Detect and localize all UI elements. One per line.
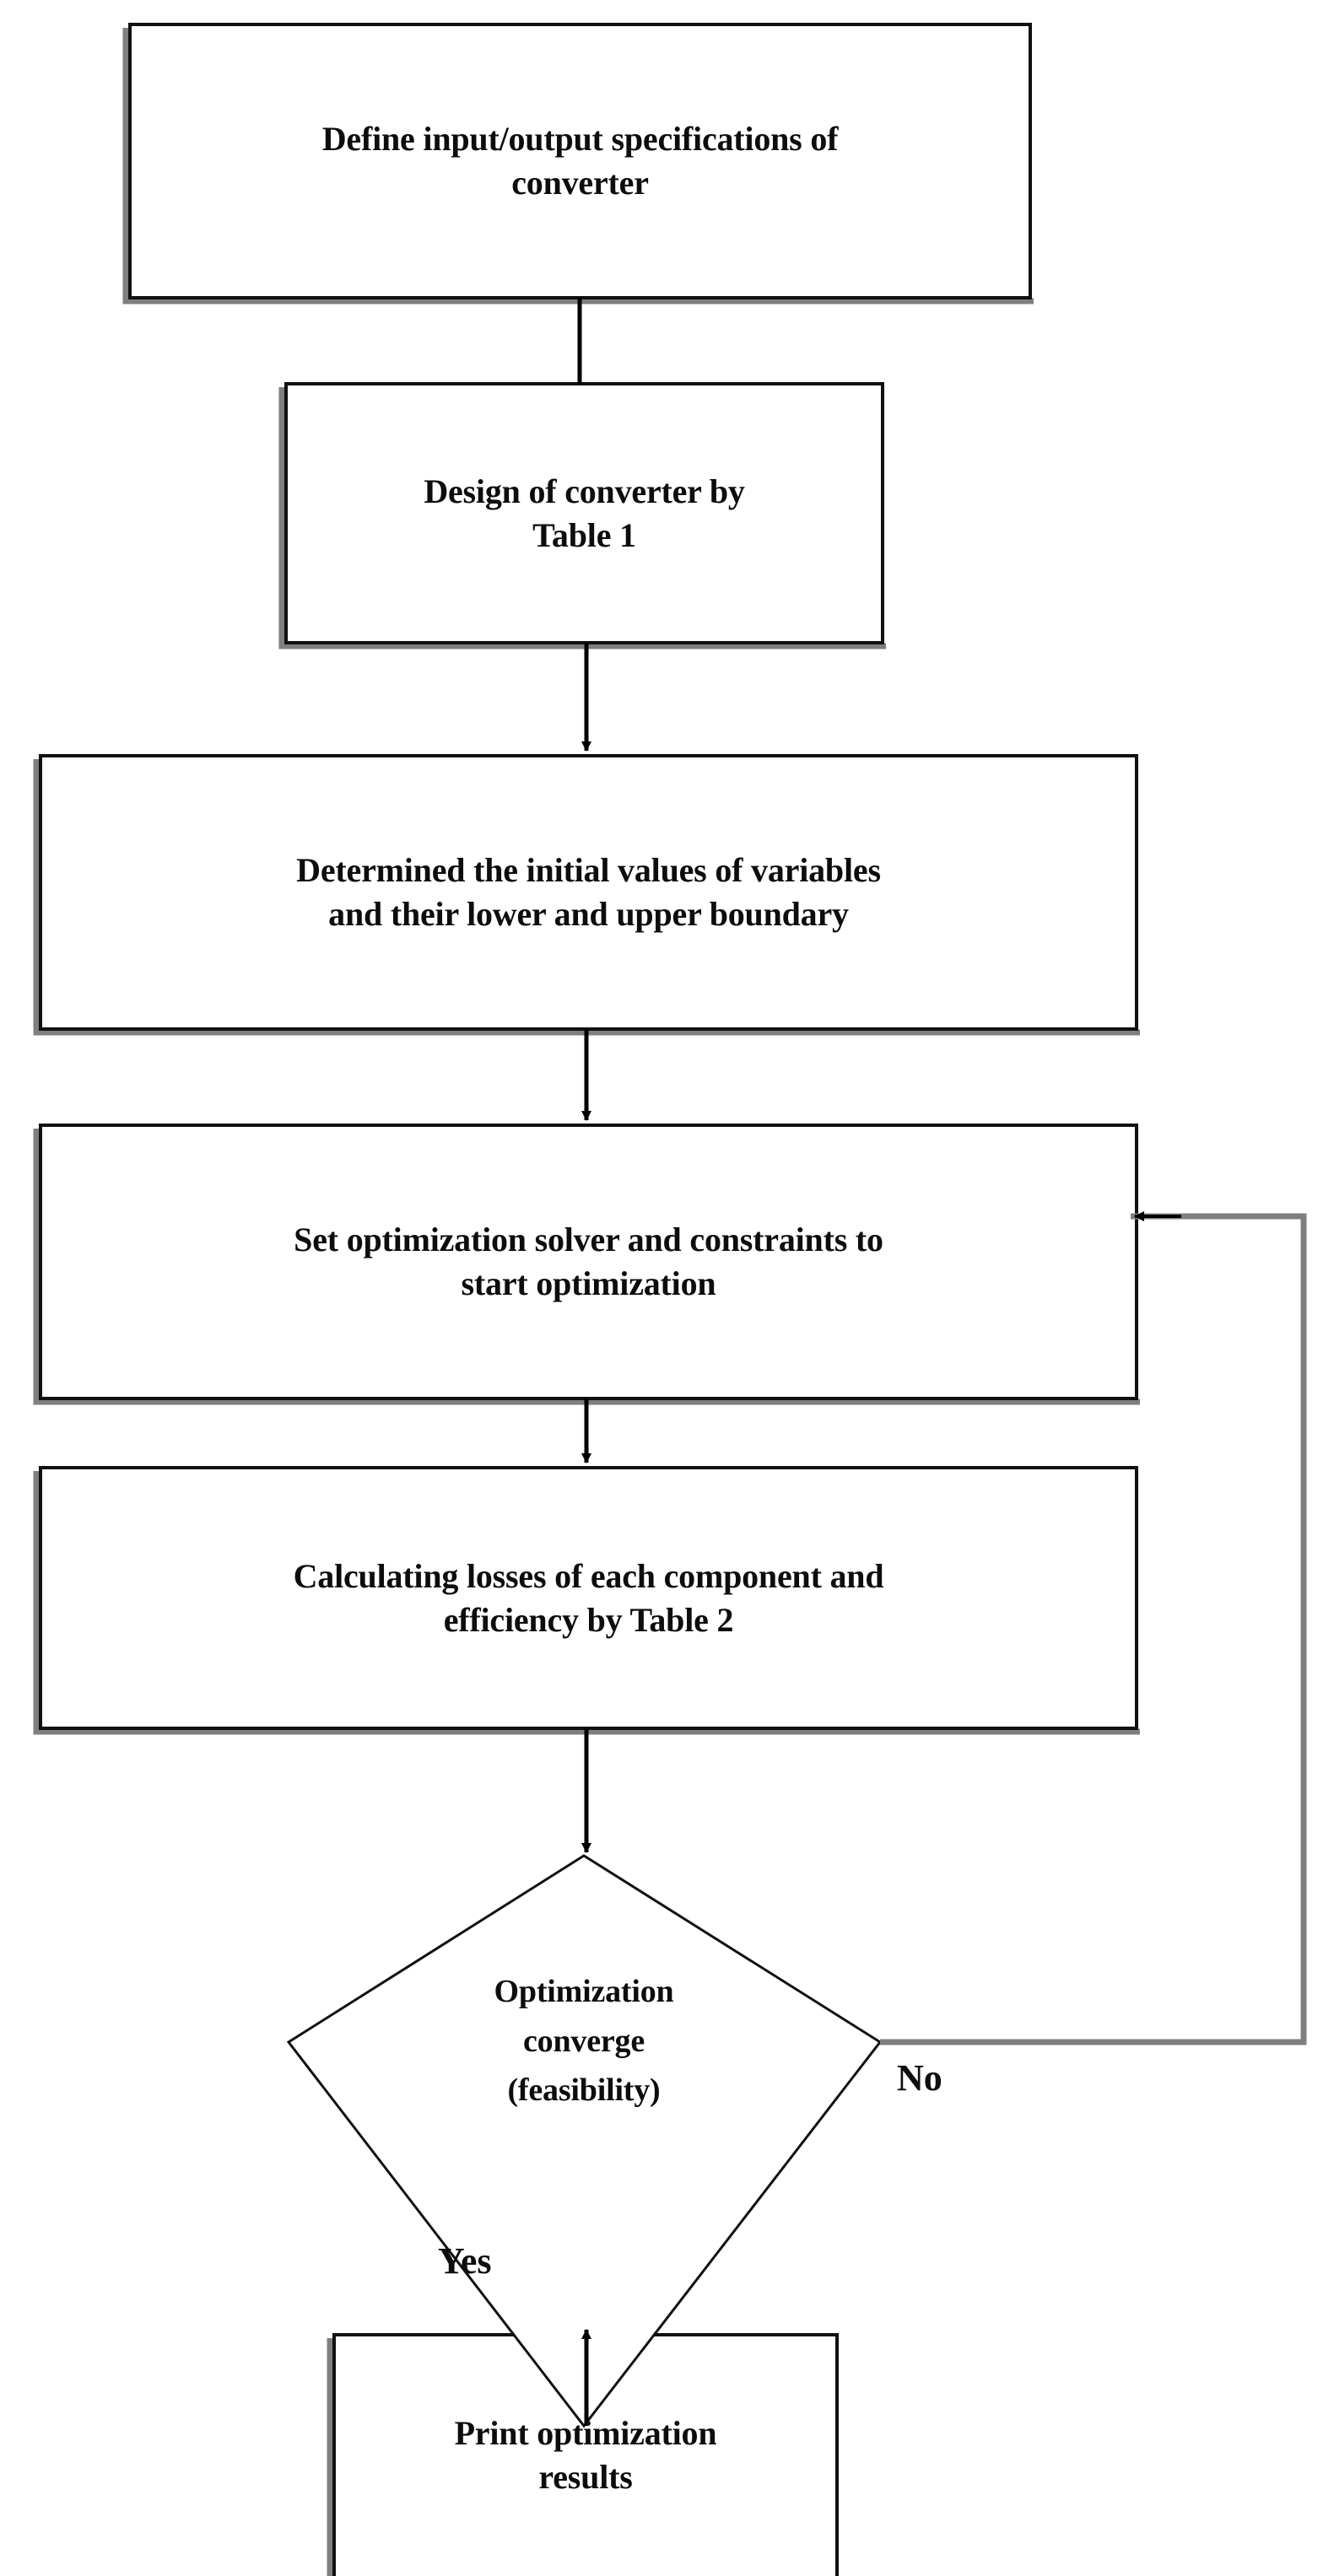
edge-label-no: No (897, 2057, 942, 2099)
edge-no-feedback-loop (880, 1213, 1307, 2045)
node-determine-initial-values (39, 754, 1138, 1031)
node-shadows (33, 28, 1140, 2576)
node-set-solver (39, 1124, 1138, 1400)
edges (577, 298, 591, 2426)
edge-label-yes: Yes (438, 2240, 492, 2282)
node-define-specs (128, 23, 1032, 299)
node-optimization-converge (286, 1854, 883, 2428)
node-design-converter (284, 382, 884, 644)
node-calculate-losses (39, 1466, 1138, 1730)
